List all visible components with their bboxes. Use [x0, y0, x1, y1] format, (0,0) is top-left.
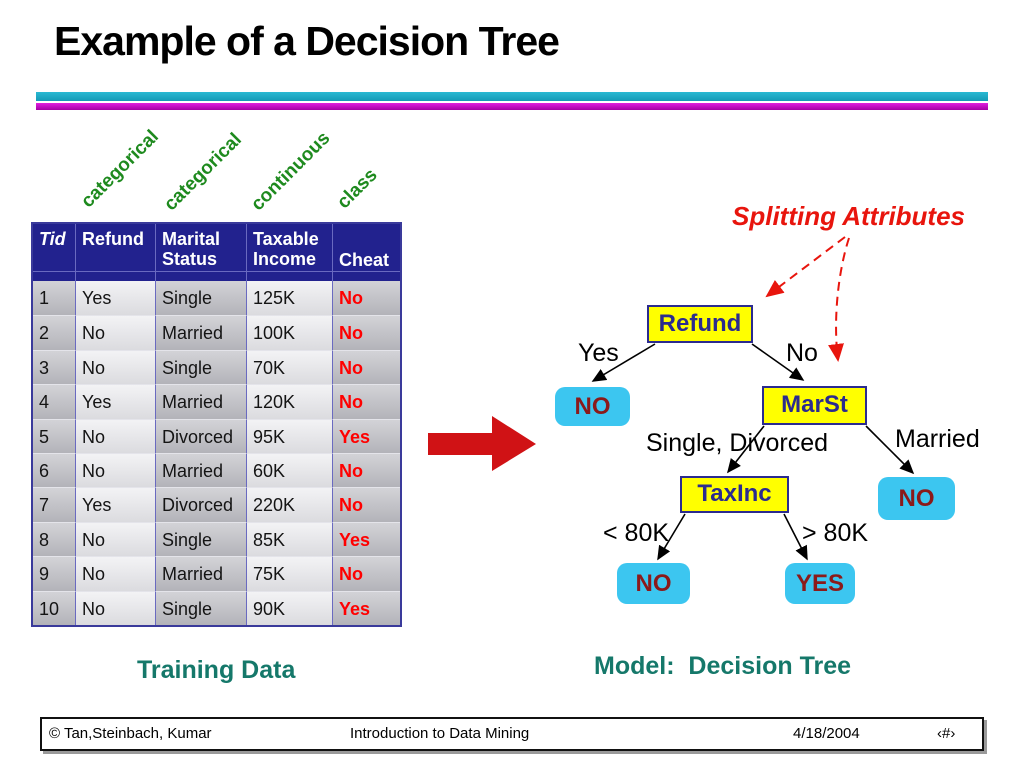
- table-cell: 4: [33, 384, 75, 419]
- table-cell: No: [75, 349, 155, 385]
- table-cell: Single: [155, 349, 246, 385]
- training-data-caption: Training Data: [137, 656, 296, 684]
- table-cell: 120K: [246, 384, 332, 419]
- table-cell: No: [332, 556, 400, 591]
- column-type-label-class: class: [333, 164, 382, 213]
- table-cell: No: [332, 281, 400, 316]
- model-caption: Model: Decision Tree: [594, 652, 852, 680]
- tree-leaf-no-married: NO: [878, 477, 955, 520]
- table-cell: Single: [155, 521, 246, 557]
- table-cell: Divorced: [155, 418, 246, 453]
- slide-footer: © Tan,Steinbach, Kumar Introduction to D…: [40, 717, 984, 751]
- table-cell: 95K: [246, 418, 332, 453]
- table-cell: 1: [33, 281, 75, 316]
- table-cell: 7: [33, 487, 75, 522]
- table-cell: Divorced: [155, 487, 246, 522]
- edge-label-lt-80k: < 80K: [603, 519, 670, 547]
- table-cell: Single: [155, 590, 246, 625]
- table-cell: Married: [155, 556, 246, 591]
- column-header-tid: Tid: [39, 229, 66, 249]
- tree-node-refund: Refund: [647, 305, 753, 343]
- table-cell: No: [75, 418, 155, 453]
- table-cell: 75K: [246, 556, 332, 591]
- edge-label-yes: Yes: [578, 339, 619, 367]
- table-cell: 85K: [246, 521, 332, 557]
- table-cell: Yes: [332, 590, 400, 625]
- column-header-taxable-income: Taxable Income: [246, 224, 332, 271]
- table-cell: 10: [33, 590, 75, 625]
- table-cell: 3: [33, 349, 75, 385]
- table-cell: Yes: [75, 487, 155, 522]
- slide-title: Example of a Decision Tree: [54, 18, 560, 64]
- table-cell: 125K: [246, 281, 332, 316]
- tree-leaf-no-taxinc-low: NO: [617, 563, 690, 604]
- table-cell: 70K: [246, 349, 332, 385]
- tree-node-taxinc: TaxInc: [680, 476, 789, 513]
- table-cell: Single: [155, 281, 246, 316]
- table-cell: Yes: [332, 418, 400, 453]
- accent-bar-teal: [36, 92, 988, 101]
- column-header-cheat: Cheat: [332, 224, 400, 271]
- edge-label-married: Married: [895, 425, 980, 453]
- tree-leaf-no-refund-yes: NO: [555, 387, 630, 426]
- table-cell: 2: [33, 315, 75, 350]
- column-header-refund: Refund: [75, 224, 155, 271]
- column-type-label-continuous: continuous: [247, 127, 335, 215]
- table-cell: Married: [155, 315, 246, 350]
- flow-arrow: [428, 416, 536, 471]
- table-cell: 9: [33, 556, 75, 591]
- table-header-divider: [33, 271, 400, 281]
- edge-label-gt-80k: > 80K: [802, 519, 869, 547]
- training-data-table: Tid Refund Marital Status Taxable Income…: [31, 222, 402, 627]
- table-cell: Married: [155, 452, 246, 488]
- splitting-attributes-label: Splitting Attributes: [732, 201, 966, 231]
- footer-copyright: © Tan,Steinbach, Kumar: [49, 725, 212, 742]
- table-cell: No: [332, 315, 400, 350]
- table-cell: No: [332, 487, 400, 522]
- table-cell: No: [75, 452, 155, 488]
- column-header-marital-status: Marital Status: [155, 224, 246, 271]
- table-cell: 220K: [246, 487, 332, 522]
- table-cell: No: [75, 521, 155, 557]
- table-cell: Yes: [75, 281, 155, 316]
- column-type-label-categorical-2: categorical: [160, 129, 246, 215]
- table-cell: Yes: [332, 521, 400, 557]
- table-cell: No: [332, 452, 400, 488]
- table-cell: Married: [155, 384, 246, 419]
- edge-label-no: No: [786, 339, 818, 367]
- footer-page-number: ‹#›: [937, 725, 956, 742]
- table-cell: No: [75, 590, 155, 625]
- edge-label-single-divorced: Single, Divorced: [646, 429, 829, 457]
- footer-date: 4/18/2004: [793, 725, 860, 742]
- table-cell: 100K: [246, 315, 332, 350]
- table-body: 1 Yes Single 125K No 2 No Married 100K N…: [33, 281, 400, 625]
- footer-course-name: Introduction to Data Mining: [350, 725, 530, 742]
- table-cell: No: [75, 556, 155, 591]
- table-header-row: Tid Refund Marital Status Taxable Income…: [33, 224, 400, 271]
- table-cell: No: [332, 349, 400, 385]
- tree-leaf-yes-taxinc-high: YES: [785, 563, 855, 604]
- table-cell: No: [332, 384, 400, 419]
- table-cell: 5: [33, 418, 75, 453]
- table-cell: 8: [33, 521, 75, 557]
- table-cell: 90K: [246, 590, 332, 625]
- column-type-label-categorical-1: categorical: [77, 126, 163, 212]
- table-cell: 60K: [246, 452, 332, 488]
- accent-bar-magenta: [36, 103, 988, 110]
- tree-node-marst: MarSt: [762, 386, 867, 425]
- table-cell: 6: [33, 452, 75, 488]
- table-cell: No: [75, 315, 155, 350]
- table-cell: Yes: [75, 384, 155, 419]
